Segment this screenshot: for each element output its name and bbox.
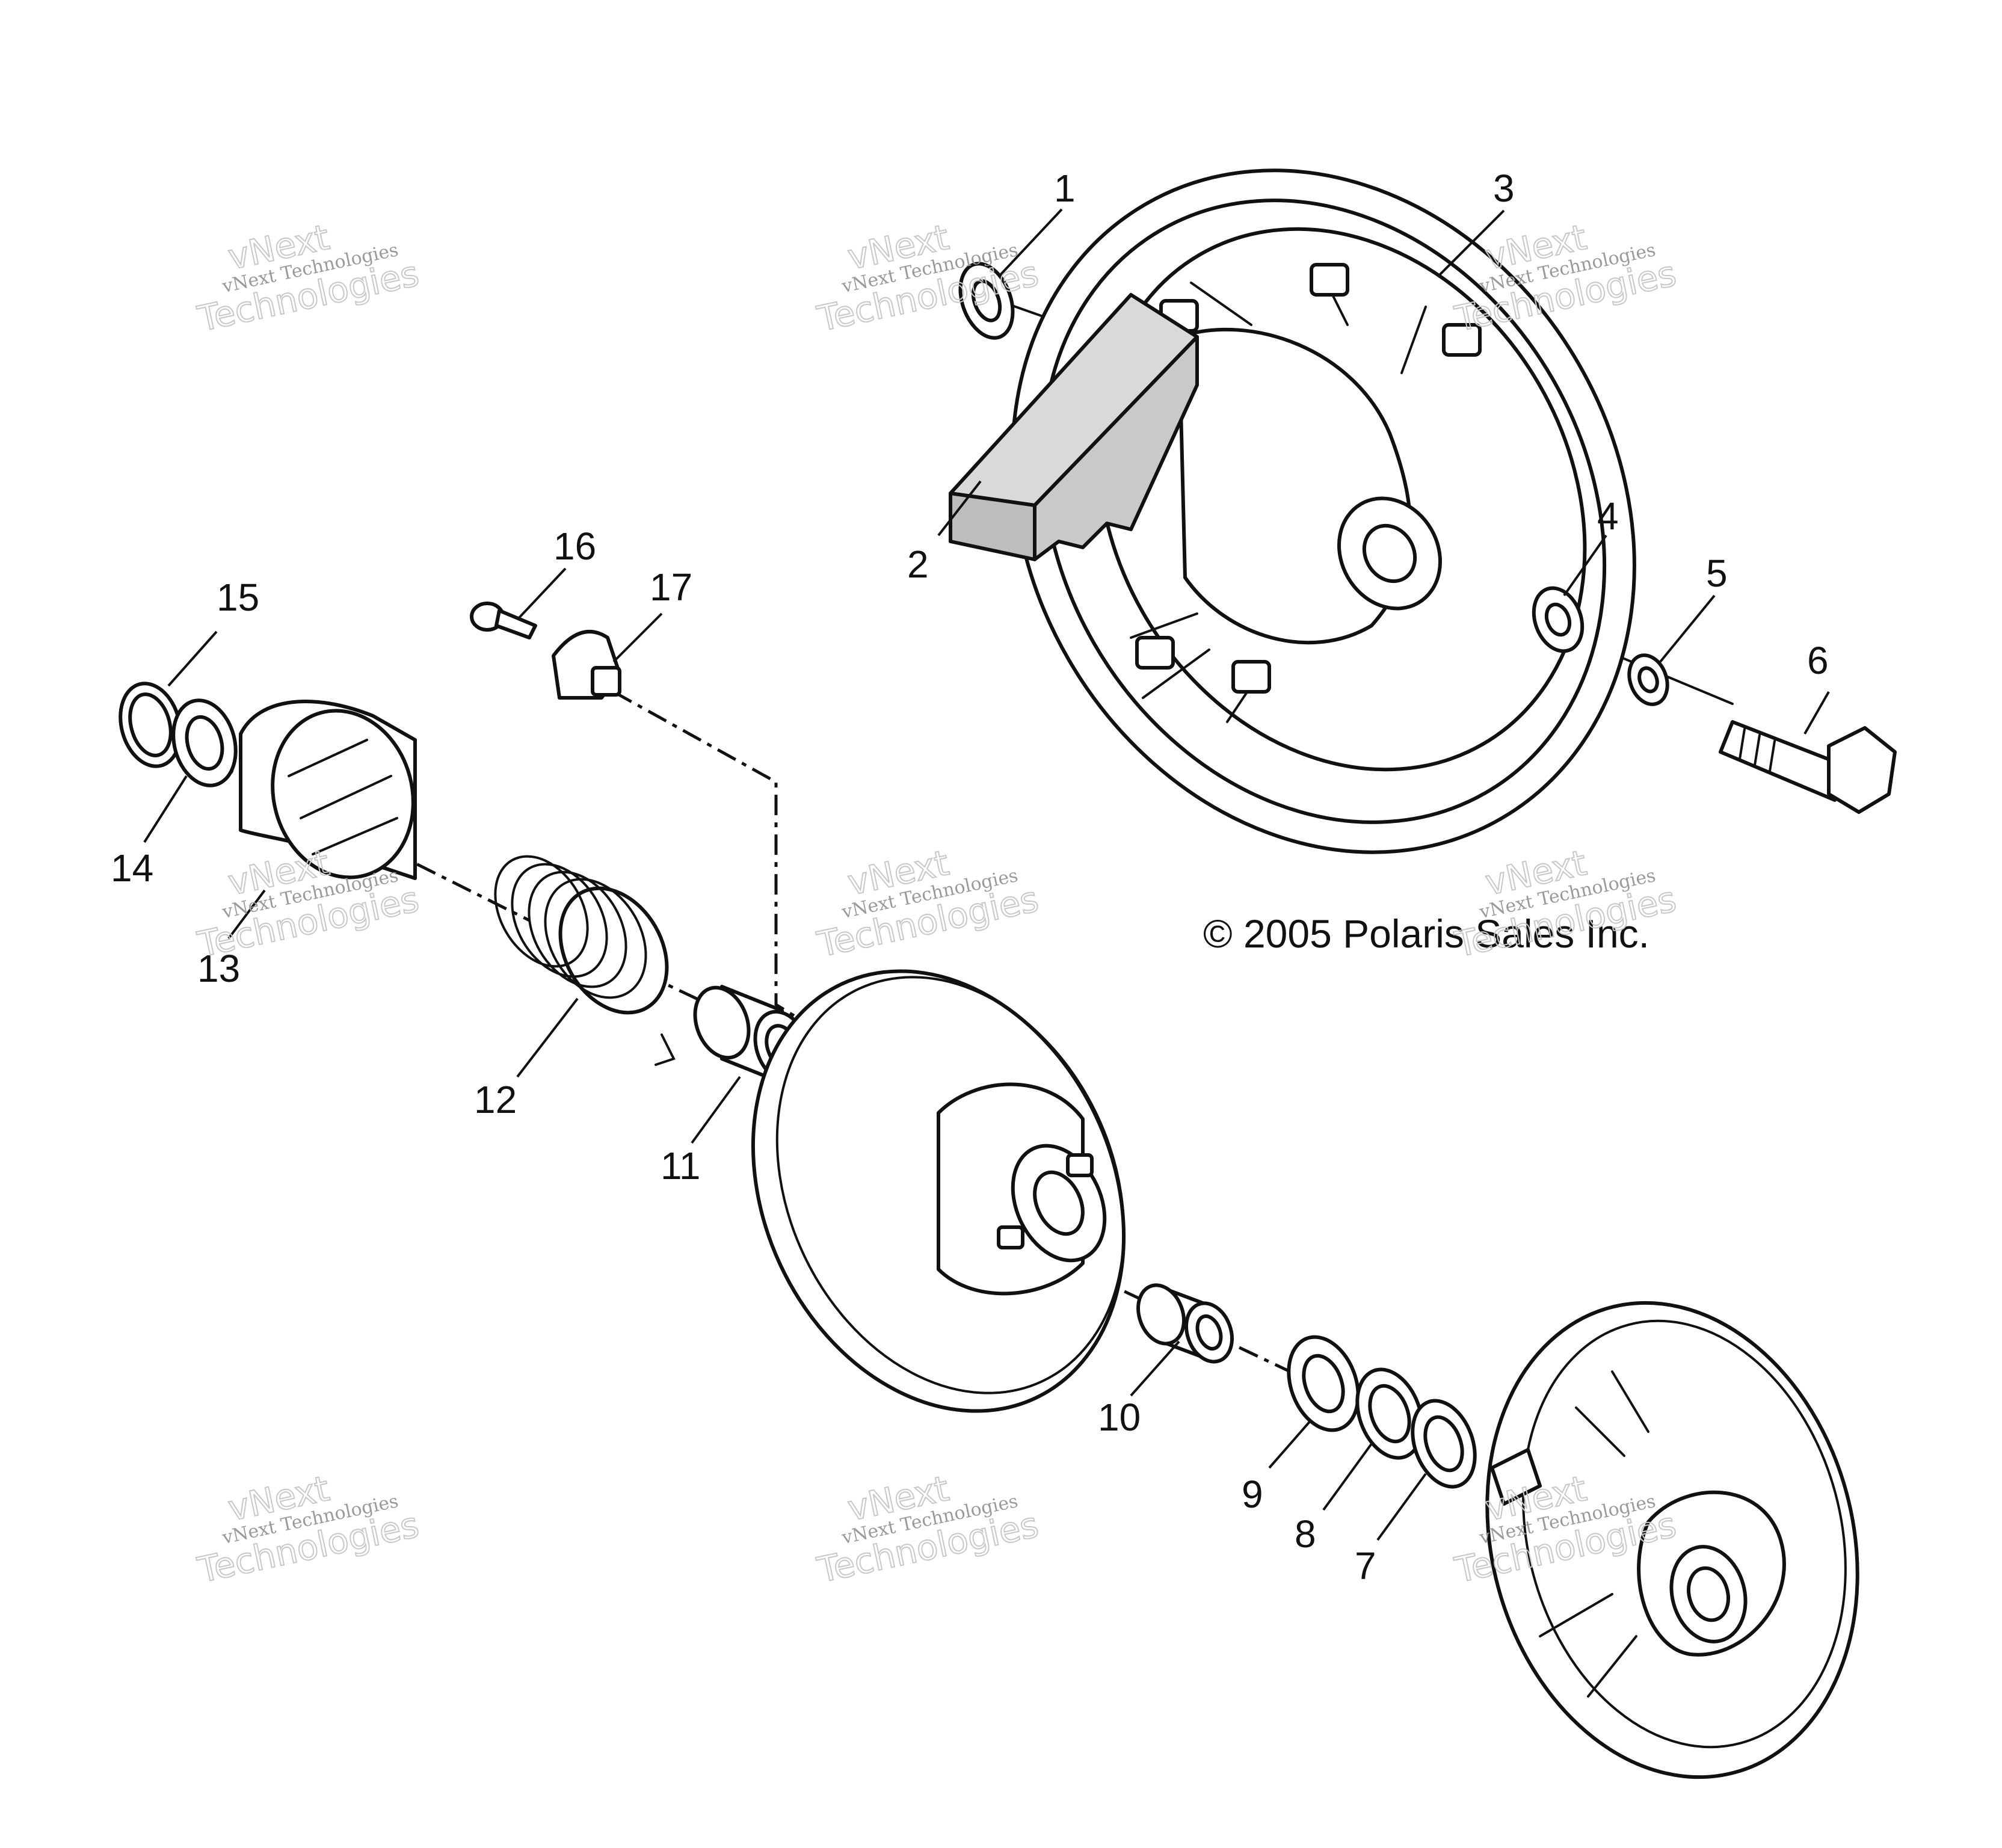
watermark-mid-center: vNext vNext Technologies Technologies: [813, 842, 1043, 966]
copyright-notice: © 2005 Polaris Sales Inc.: [1203, 911, 1649, 956]
bushing-part-10: [1136, 1283, 1234, 1364]
callout-17: 17: [650, 565, 692, 609]
callout-2: 2: [907, 543, 929, 586]
callout-10: 10: [1098, 1396, 1141, 1439]
callout-1: 1: [1054, 167, 1076, 210]
washer-part-14: [171, 698, 238, 787]
watermark-bottom-center: vNext vNext Technologies Technologies: [813, 1467, 1043, 1592]
washer-part-7: [1411, 1399, 1477, 1489]
callout-14: 14: [111, 846, 153, 890]
leader-lines: [143, 208, 1830, 1541]
callout-13: 13: [197, 947, 240, 990]
callout-6: 6: [1807, 639, 1829, 682]
bolt-part-6: [1719, 720, 1897, 814]
watermark-top-left: vNext vNext Technologies Technologies: [194, 216, 424, 340]
washer-part-8: [1355, 1367, 1424, 1460]
washer-part-1: [958, 262, 1015, 340]
callout-7: 7: [1355, 1544, 1376, 1588]
washer-part-4: [1532, 586, 1585, 653]
cam-helix-part-13: [239, 700, 417, 880]
screw-part-16: [470, 602, 537, 639]
spring-part-12: [494, 855, 676, 1066]
callout-3: 3: [1493, 167, 1515, 210]
callout-8: 8: [1295, 1512, 1316, 1556]
watermark-mid-left: vNext vNext Technologies Technologies: [194, 842, 424, 966]
callout-11: 11: [661, 1144, 700, 1187]
sheave-part-10-assembly: [751, 969, 1126, 1413]
callout-4: 4: [1597, 494, 1619, 538]
callout-16: 16: [553, 525, 596, 568]
drive-belt-part-2: [949, 293, 1199, 561]
callout-labels: 1 2 3 4 5 6 7 8 9 10 11 12 13 14 15 16 1…: [111, 167, 1829, 1588]
lock-washer-part-5: [1627, 653, 1669, 706]
watermark-bottom-left: vNext vNext Technologies Technologies: [194, 1467, 424, 1592]
callout-9: 9: [1242, 1473, 1263, 1516]
drive-housing-part-3: [1011, 168, 1636, 854]
button-part-17: [552, 630, 621, 700]
callout-5: 5: [1706, 552, 1728, 595]
callout-12: 12: [474, 1078, 517, 1121]
watermark-mid-right: vNext vNext Technologies Technologies: [1451, 842, 1681, 966]
stationary-sheave: [1485, 1301, 1859, 1779]
washer-part-9: [1287, 1335, 1360, 1432]
callout-15: 15: [217, 576, 259, 619]
